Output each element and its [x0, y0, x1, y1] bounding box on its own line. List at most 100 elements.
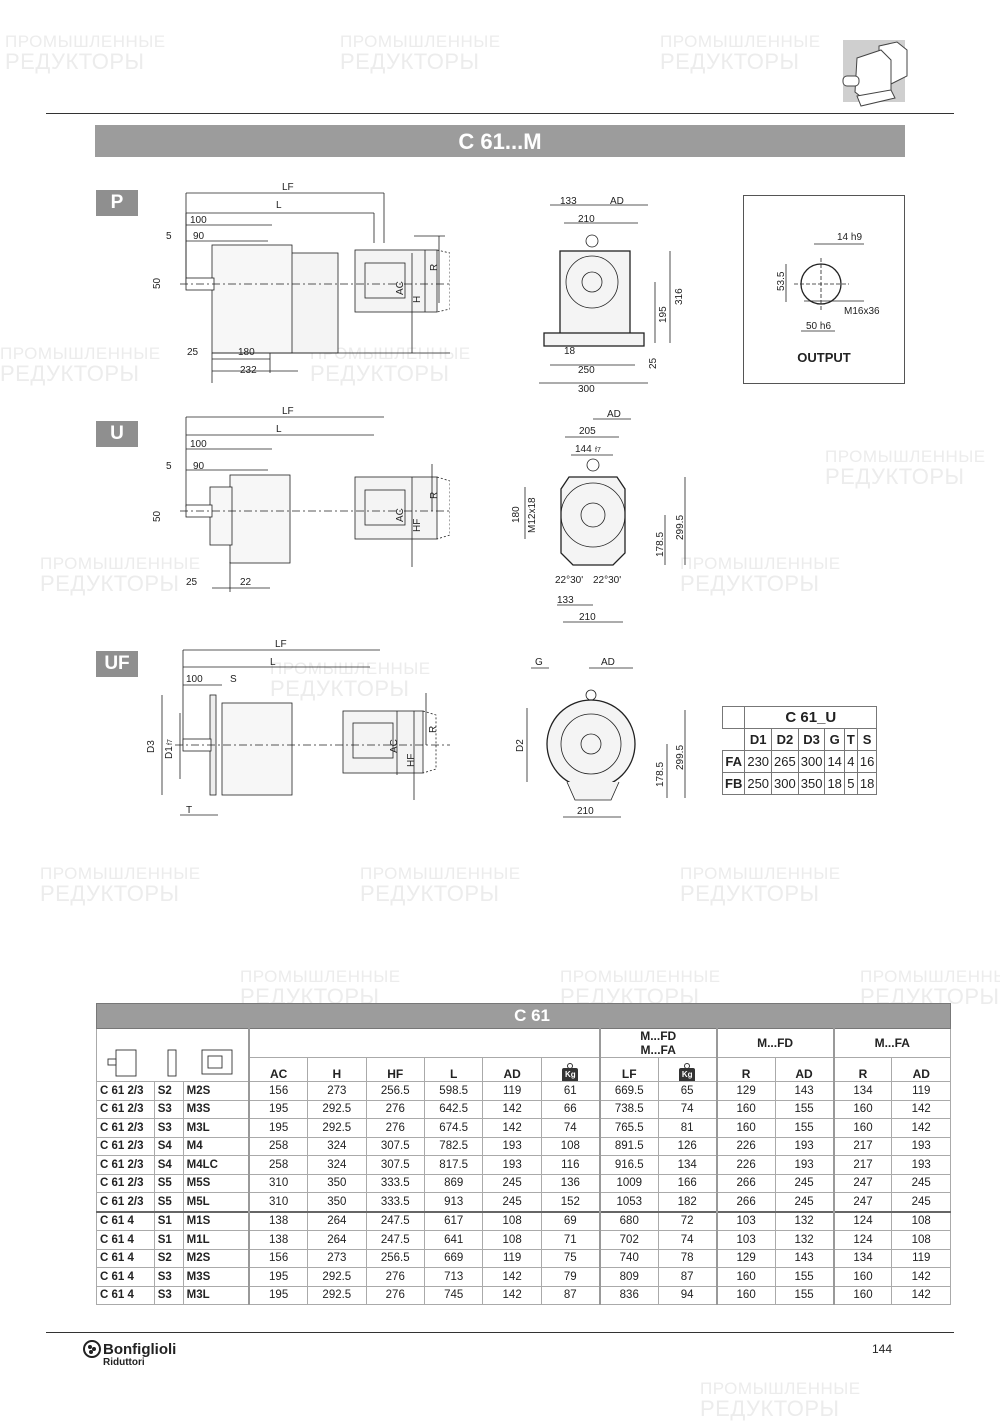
row-value: 195	[248, 1099, 309, 1119]
svg-text:AC: AC	[395, 281, 406, 295]
row-value: 166	[657, 1173, 718, 1193]
row-size: S3	[153, 1118, 184, 1138]
svg-text:HF: HF	[406, 754, 417, 767]
svg-text:D2: D2	[515, 739, 526, 752]
row-value: 765.5	[598, 1118, 659, 1138]
row-model: C 61 4	[96, 1285, 155, 1305]
svg-text:14 h9: 14 h9	[837, 232, 862, 243]
svg-text:18: 18	[564, 346, 576, 357]
row-value: 193	[891, 1136, 951, 1156]
row-value: 160	[715, 1118, 776, 1138]
table-title: C 61	[96, 1003, 951, 1029]
row-model: C 61 2/3	[96, 1136, 155, 1156]
svg-text:R: R	[429, 264, 440, 271]
row-size: S2	[153, 1081, 184, 1101]
svg-text:25: 25	[187, 347, 199, 358]
row-value: 817.5	[423, 1155, 484, 1175]
row-value: 292.5	[307, 1118, 367, 1138]
row-value: 87	[540, 1285, 601, 1305]
row-value: 156	[248, 1248, 309, 1268]
row-value: 226	[715, 1155, 776, 1175]
svg-text:22: 22	[240, 577, 252, 588]
row-value: 142	[482, 1099, 542, 1119]
row-model: C 61 2/3	[96, 1081, 155, 1101]
row-motor: M4LC	[182, 1155, 250, 1175]
row-value: 256.5	[365, 1081, 425, 1101]
svg-text:22°30': 22°30'	[555, 575, 583, 586]
svg-text:210: 210	[577, 806, 594, 817]
svg-text:R: R	[428, 726, 439, 733]
row-value: 217	[832, 1136, 893, 1156]
row-value: 134	[832, 1248, 893, 1268]
flange-icon	[167, 1049, 177, 1077]
row-value: 134	[832, 1081, 893, 1101]
row-value: 132	[774, 1230, 835, 1250]
row-value: 74	[657, 1099, 718, 1119]
row-value: 61	[540, 1081, 601, 1101]
row-value: 782.5	[423, 1136, 484, 1156]
row-motor: M5S	[182, 1173, 250, 1193]
row-value: 66	[540, 1099, 601, 1119]
gearbox-icon	[115, 1049, 137, 1077]
drawing-uf-side: LF L 100 S D3 D1 f7 T AC HF R	[146, 639, 450, 816]
row-value: 160	[832, 1267, 893, 1287]
row-value: 195	[248, 1285, 309, 1305]
row-value: 193	[482, 1136, 542, 1156]
drawing-u-front: AD 205 144 f7 180 M12x18 299.5 178.5 22°…	[511, 409, 686, 623]
row-value: 266	[715, 1192, 776, 1212]
svg-text:50: 50	[152, 277, 163, 289]
row-value: 680	[598, 1210, 659, 1231]
row-model: C 61 2/3	[96, 1099, 155, 1119]
row-value: 103	[715, 1230, 776, 1250]
row-value: 245	[774, 1173, 835, 1193]
row-value: 74	[657, 1230, 718, 1250]
row-value: 119	[482, 1248, 542, 1268]
row-value: 142	[891, 1267, 951, 1287]
row-size: S2	[153, 1248, 184, 1268]
row-value: 160	[832, 1285, 893, 1305]
row-value: 81	[657, 1118, 718, 1138]
row-value: 136	[540, 1173, 601, 1193]
svg-text:195: 195	[658, 306, 669, 323]
row-value: 94	[657, 1285, 718, 1305]
group-mfd: M...FD	[715, 1028, 835, 1058]
svg-text:AD: AD	[601, 657, 615, 668]
row-value: 103	[715, 1210, 776, 1231]
row-value: 116	[540, 1155, 601, 1175]
row-value: 740	[598, 1248, 659, 1268]
svg-text:100: 100	[190, 215, 207, 226]
row-size: S3	[153, 1285, 184, 1305]
row-value: 142	[891, 1118, 951, 1138]
row-value: 108	[482, 1210, 542, 1231]
row-value: 74	[540, 1118, 601, 1138]
row-value: 155	[774, 1099, 835, 1119]
row-motor: M5L	[182, 1192, 250, 1212]
row-value: 119	[482, 1081, 542, 1101]
row-value: 266	[715, 1173, 776, 1193]
row-value: 598.5	[423, 1081, 484, 1101]
row-value: 333.5	[365, 1192, 425, 1212]
row-value: 152	[540, 1192, 601, 1212]
row-value: 142	[482, 1118, 542, 1138]
row-model: C 61 2/3	[96, 1173, 155, 1193]
row-motor: M4	[182, 1136, 250, 1156]
row-value: 738.5	[598, 1099, 659, 1119]
svg-text:M12x18: M12x18	[527, 497, 538, 533]
row-value: 264	[307, 1210, 367, 1231]
row-value: 702	[598, 1230, 659, 1250]
row-size: S4	[153, 1155, 184, 1175]
svg-text:100: 100	[190, 439, 207, 450]
row-value: 641	[423, 1230, 484, 1250]
drawing-u-side: LF L 100 5 90 50 25 22 AC HF R	[152, 407, 450, 592]
svg-text:D3: D3	[146, 740, 157, 753]
row-value: 674.5	[423, 1118, 484, 1138]
row-value: 193	[774, 1155, 835, 1175]
row-value: 333.5	[365, 1173, 425, 1193]
